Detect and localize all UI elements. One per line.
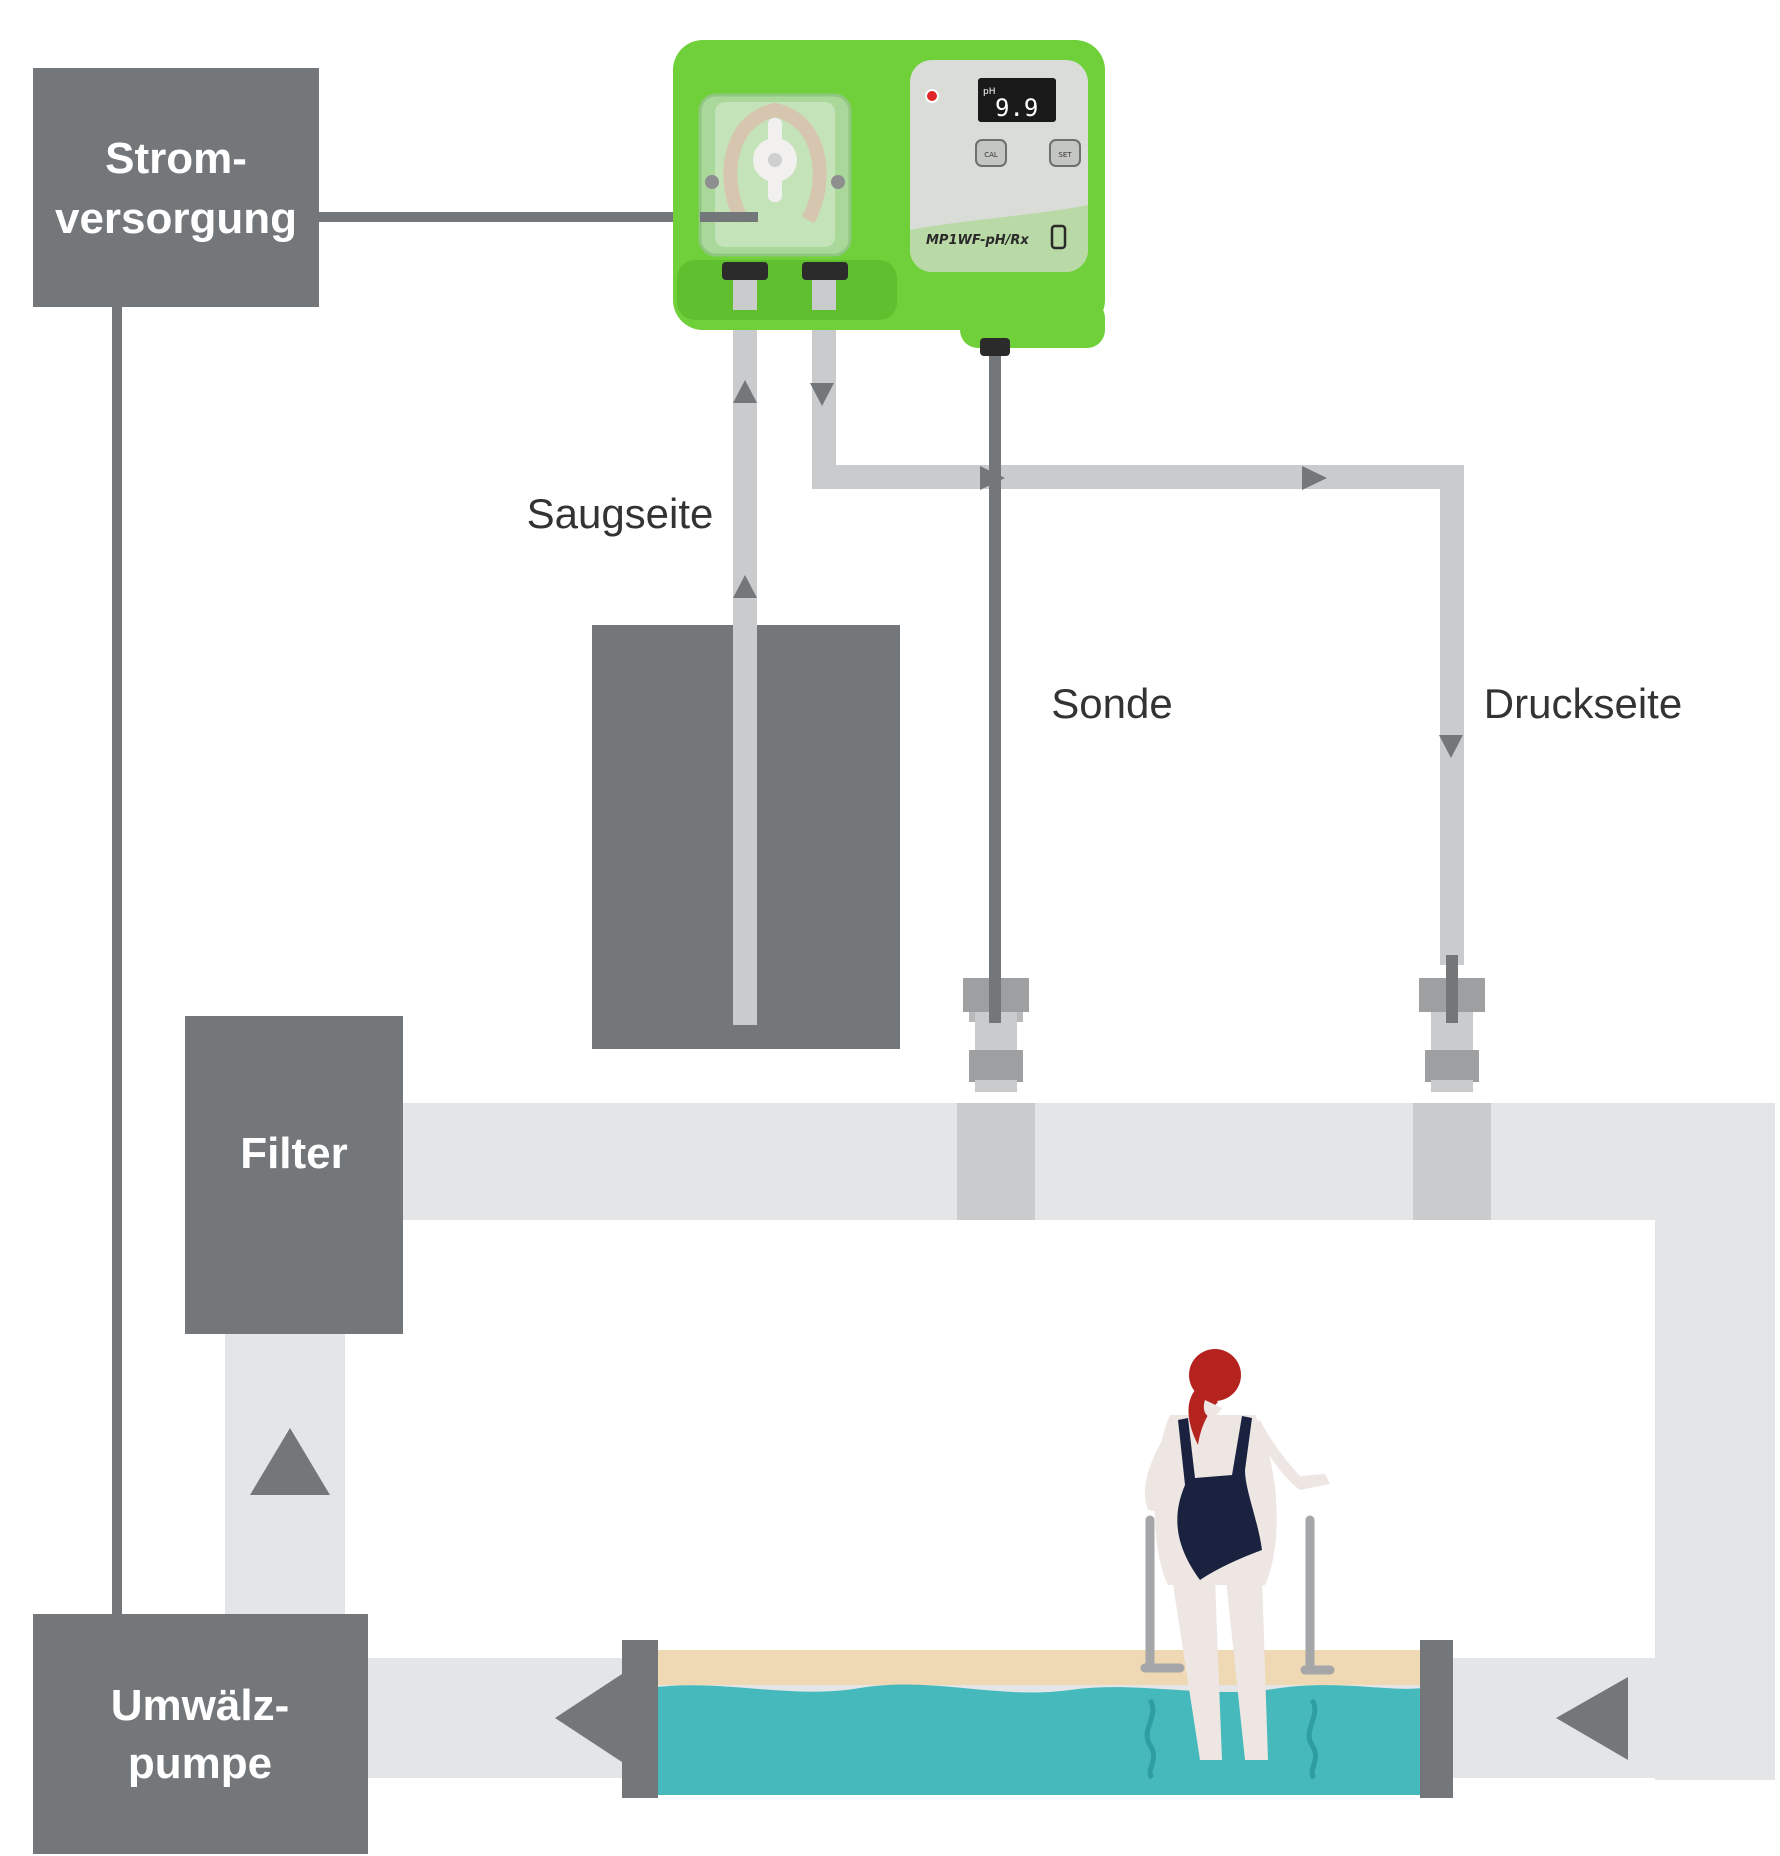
pool-sand [650, 1650, 1422, 1685]
power-label-line2: versorgung [55, 194, 297, 243]
probe-cable [989, 350, 1001, 965]
display-value: 9.9 [995, 94, 1038, 122]
power-to-device-line [318, 212, 758, 222]
pump-head [698, 93, 852, 257]
main-pipes [225, 1103, 1775, 1780]
suction-tube [733, 300, 757, 1025]
pool-wall-left [622, 1640, 658, 1798]
probe-label: Sonde [1051, 680, 1172, 727]
power-cable-end [700, 212, 758, 222]
arrow-left-icon [1556, 1677, 1628, 1760]
power-to-pump-line [112, 305, 122, 1625]
probe-fitting [957, 955, 1035, 1220]
suction-side-label: Saugseite [527, 490, 714, 537]
cal-button-label: CAL [984, 151, 998, 159]
power-label-line1: Strom- [105, 134, 247, 183]
power-supply-box: Strom- versorgung [33, 68, 319, 307]
top-pipe [400, 1103, 1775, 1220]
filter-label: Filter [240, 1129, 348, 1178]
arrow-left-icon [555, 1672, 625, 1764]
pool-wall-right [1420, 1640, 1453, 1798]
pressure-tube [810, 300, 1464, 965]
pool [622, 1640, 1453, 1798]
arrow-down-icon [810, 383, 834, 406]
set-button-label: SET [1058, 151, 1072, 159]
arrow-down-icon [1439, 735, 1463, 758]
pressure-side-label: Druckseite [1484, 680, 1682, 727]
arrow-up-icon [733, 575, 757, 598]
set-button[interactable] [1049, 139, 1081, 167]
injection-fitting [1413, 955, 1491, 1220]
dosing-pump-device: pH 9.9 CAL SET MP1WF-pH/Rx [673, 40, 1105, 356]
model-label: MP1WF-pH/Rx [926, 233, 1029, 248]
arrow-right-icon [1302, 466, 1327, 490]
swimmer-figure [1140, 1349, 1335, 1780]
circulation-pump-box: Umwälz- pumpe [33, 1614, 368, 1854]
lcd-display [978, 78, 1056, 122]
arrow-up-icon [250, 1428, 330, 1495]
display-unit: pH [983, 87, 995, 97]
arrow-up-icon [733, 380, 757, 403]
power-lines [112, 212, 758, 1625]
cal-button[interactable] [975, 139, 1007, 167]
pump-label-line1: Umwälz- [111, 1681, 289, 1730]
filter-box: Filter [185, 1016, 403, 1334]
control-panel: pH 9.9 CAL SET MP1WF-pH/Rx [910, 60, 1088, 272]
phone-icon [1050, 224, 1067, 250]
status-led [925, 89, 939, 103]
pool-water [650, 1684, 1422, 1795]
pump-label-line2: pumpe [128, 1739, 272, 1788]
